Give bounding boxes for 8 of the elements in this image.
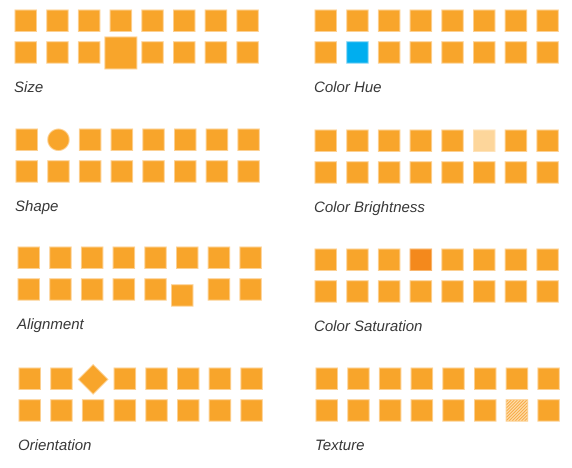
panel-label: Shape <box>15 198 58 215</box>
panel-label: Texture <box>315 437 364 454</box>
panel-label: Color Hue <box>314 79 382 96</box>
panel-label: Orientation <box>18 437 92 454</box>
panel-label: Size <box>14 79 44 96</box>
panel-label: Alignment <box>17 316 84 333</box>
panel-label: Color Brightness <box>314 199 425 216</box>
panel-label: Color Saturation <box>314 318 422 335</box>
